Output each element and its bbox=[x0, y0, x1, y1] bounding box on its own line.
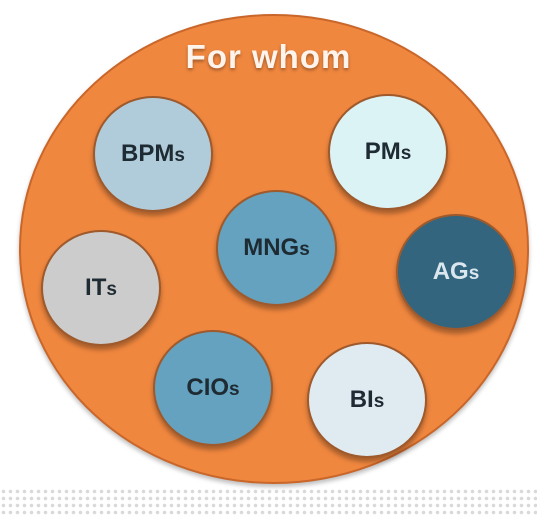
node-its-label: ITs bbox=[85, 274, 117, 301]
node-mngs-label: MNGs bbox=[243, 234, 310, 261]
node-bis: BIs bbox=[307, 342, 427, 458]
node-mngs: MNGs bbox=[216, 190, 337, 306]
node-its: ITs bbox=[41, 230, 161, 346]
node-cios-label: CIOs bbox=[186, 374, 240, 401]
node-cios: CIOs bbox=[153, 330, 273, 446]
node-pms: PMs bbox=[328, 94, 448, 210]
node-ags: AGs bbox=[396, 214, 516, 330]
diagram-title: For whom bbox=[185, 38, 352, 75]
node-bpms: BPMs bbox=[93, 96, 213, 212]
node-pms-label: PMs bbox=[364, 138, 412, 165]
node-bis-label: BIs bbox=[349, 386, 385, 413]
node-bpms-label: BPMs bbox=[121, 140, 185, 167]
dotted-footer-pattern bbox=[0, 488, 537, 517]
node-ags-label: AGs bbox=[432, 258, 480, 285]
